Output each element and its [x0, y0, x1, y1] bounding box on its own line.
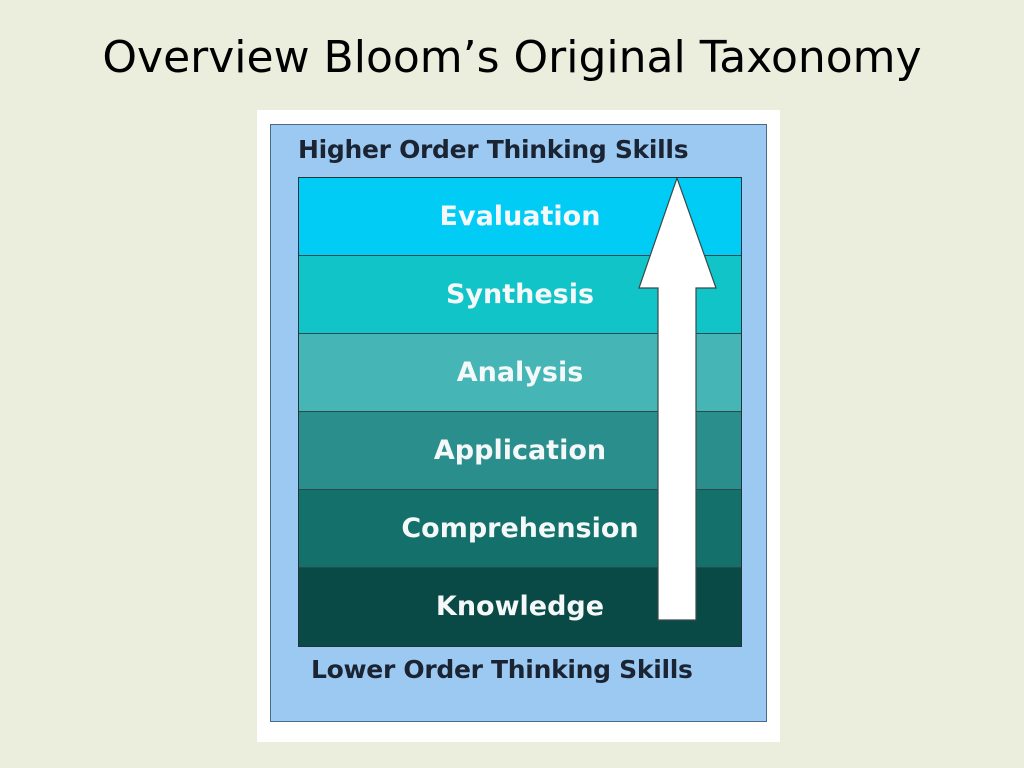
level-label: Analysis	[456, 357, 584, 388]
level-label: Knowledge	[435, 591, 605, 622]
level-label: Comprehension	[401, 513, 639, 544]
levels-stack: Evaluation Synthesis Analysis Applicatio…	[298, 177, 742, 647]
level-label: Application	[433, 435, 607, 466]
slide-title: Overview Bloom’s Original Taxonomy	[102, 32, 922, 83]
taxonomy-figure: Higher Order Thinking Skills Evaluation …	[257, 110, 780, 742]
level-label: Synthesis	[445, 279, 595, 310]
up-arrow-icon	[638, 178, 717, 621]
level-label: Evaluation	[439, 201, 601, 232]
lower-order-label: Lower Order Thinking Skills	[311, 655, 693, 684]
diagram-panel: Higher Order Thinking Skills Evaluation …	[270, 124, 767, 722]
up-arrow-shape	[638, 178, 717, 621]
higher-order-label: Higher Order Thinking Skills	[298, 135, 689, 164]
